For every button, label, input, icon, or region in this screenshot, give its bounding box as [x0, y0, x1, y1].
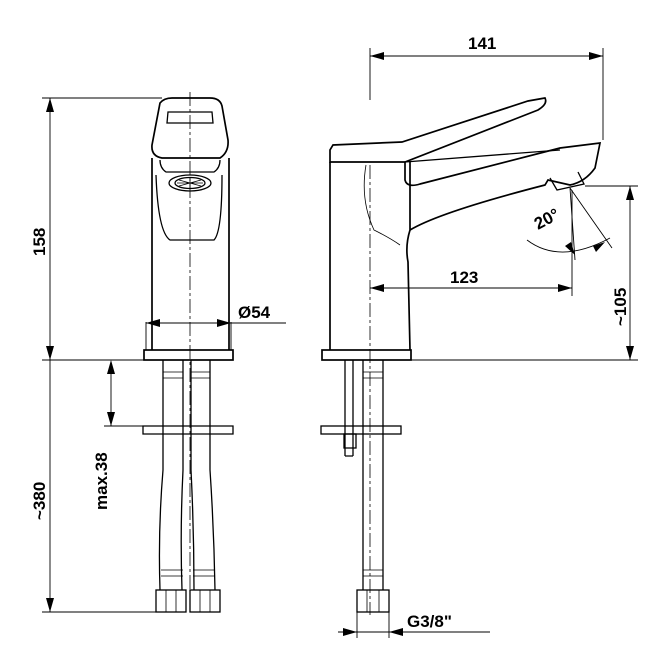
dim-base-diameter-label: Ø54 [238, 303, 271, 322]
front-hose-left [158, 360, 184, 591]
dim-base-diameter: Ø54 [145, 303, 286, 350]
front-lever-slot [166, 111, 214, 124]
side-bracket [320, 425, 402, 435]
dim-hose-length-label: ~380 [30, 482, 49, 520]
front-base [143, 349, 234, 361]
side-hose [362, 360, 384, 590]
side-spout [404, 142, 602, 231]
front-nut-right [189, 589, 221, 613]
dim-spout-reach: 123 [370, 190, 573, 296]
svg-text:20°: 20° [531, 205, 563, 234]
side-view [320, 97, 602, 615]
dim-connection-thread: G3/8" [338, 612, 490, 638]
side-lever [329, 97, 547, 163]
front-bracket [142, 425, 234, 435]
dim-hose-length: ~380 [30, 360, 156, 613]
front-nut-left [155, 589, 187, 613]
dim-max-counter-thickness: max.38 [92, 360, 143, 510]
side-base [321, 349, 412, 361]
dim-spout-reach-label: 123 [450, 268, 478, 287]
dim-jet-angle: 20° [526, 187, 613, 261]
side-body [329, 162, 411, 351]
dim-spout-height-label: ~105 [611, 288, 630, 326]
front-hose-right [190, 360, 216, 591]
side-nut [356, 589, 390, 613]
dim-spout-height: ~105 [411, 185, 638, 361]
dim-max-counter-thickness-label: max.38 [92, 452, 111, 510]
dim-total-length: 141 [369, 34, 604, 140]
front-view [142, 92, 234, 615]
side-threaded-rod [344, 360, 354, 457]
front-lever [151, 97, 229, 159]
dim-height: 158 [30, 97, 162, 361]
dim-total-length-label: 141 [468, 34, 496, 53]
front-body [151, 158, 230, 350]
dim-height-label: 158 [30, 228, 49, 256]
side-aerator [549, 171, 585, 191]
front-body-shade [155, 174, 223, 241]
dim-connection-thread-label: G3/8" [407, 612, 452, 631]
